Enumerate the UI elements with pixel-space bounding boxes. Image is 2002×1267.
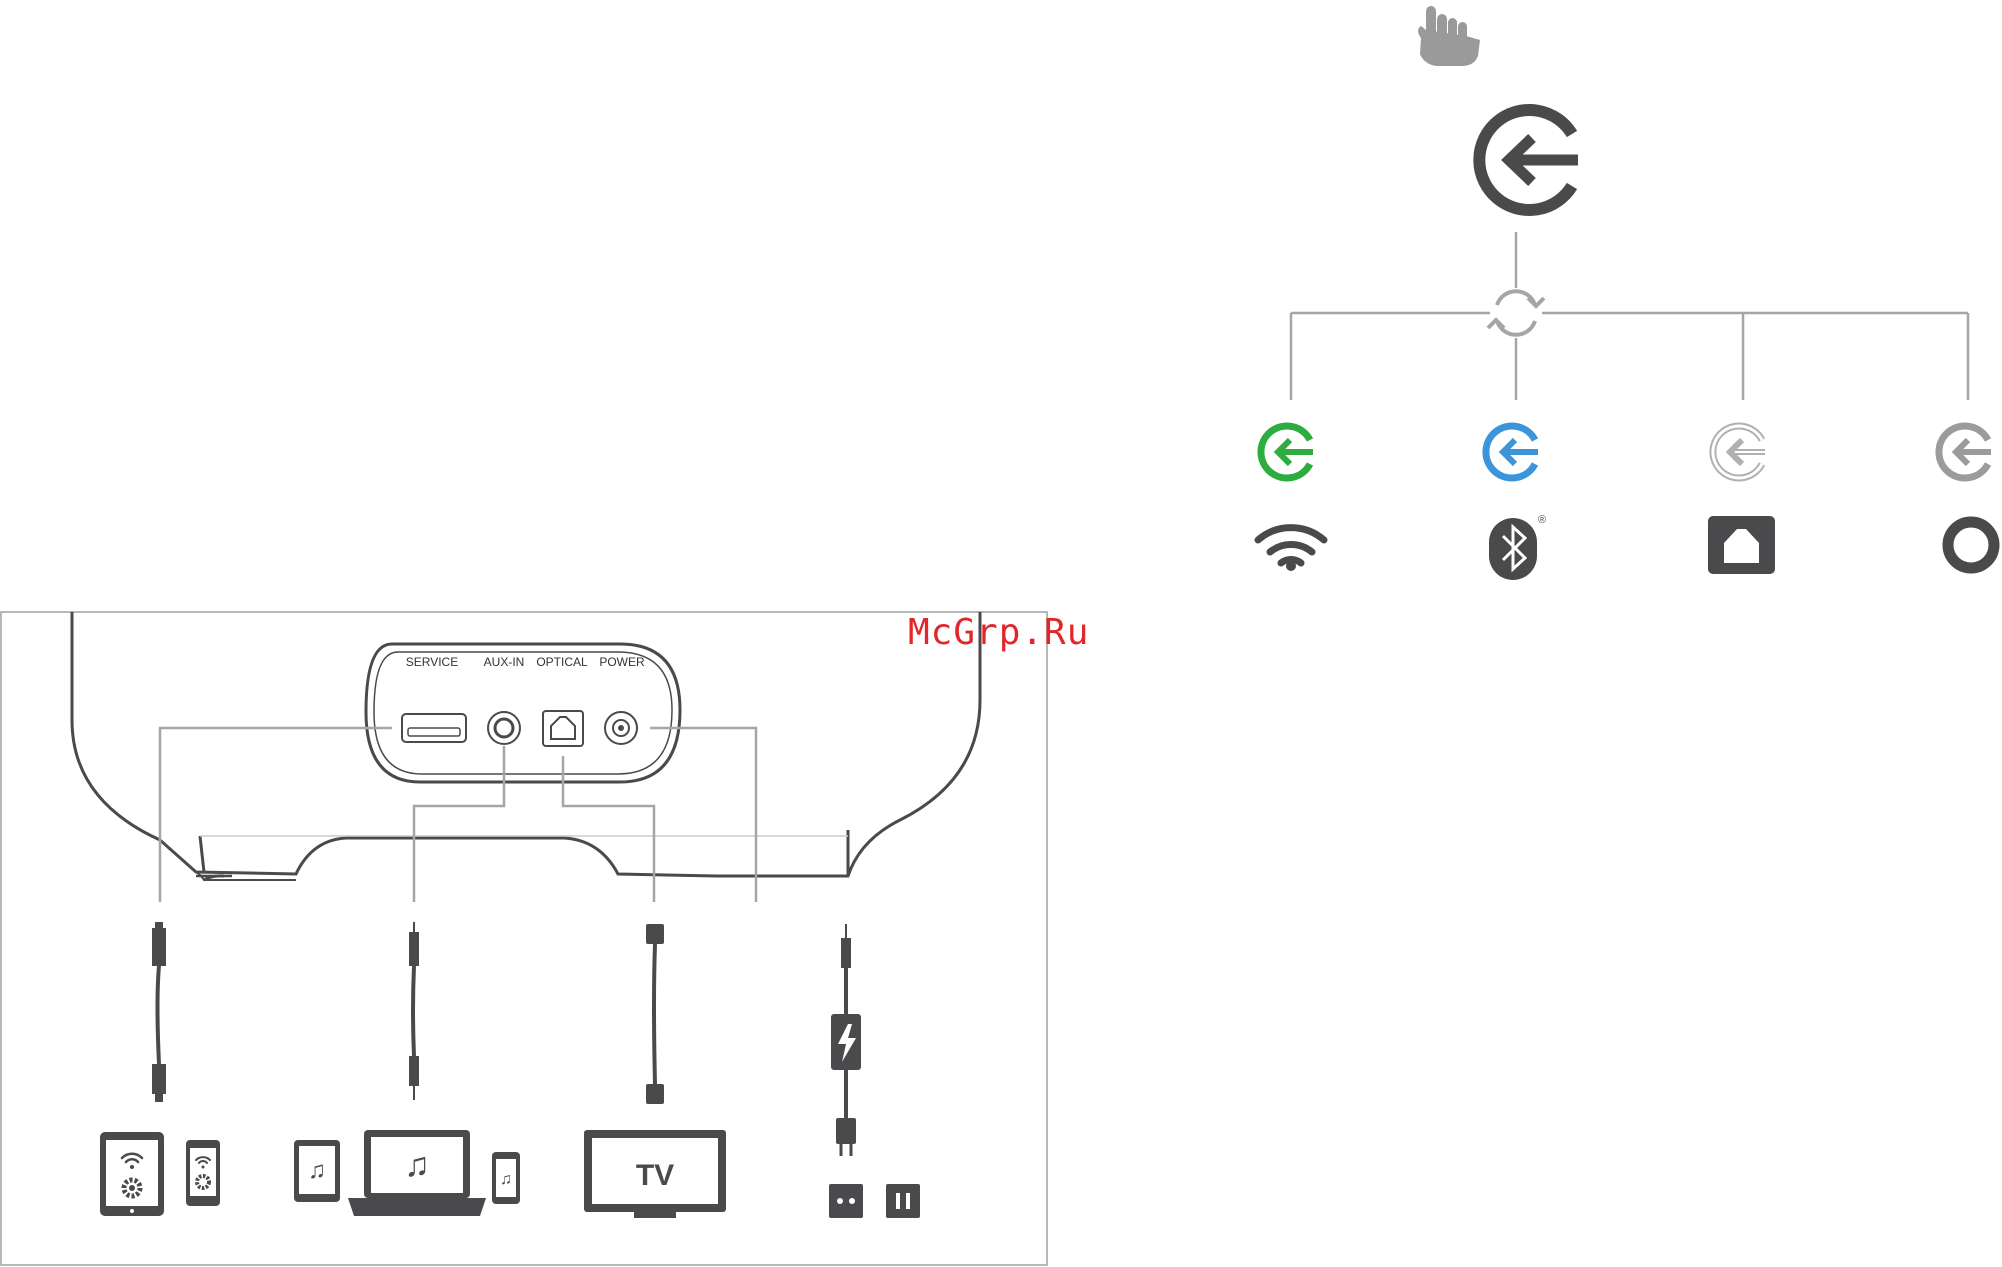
port-label-optical: OPTICAL — [536, 655, 588, 669]
tablet-music-icon: ♫ — [294, 1140, 340, 1202]
source-bluetooth-icon — [1486, 426, 1538, 478]
tree-lines — [1291, 232, 1968, 400]
laptop-music-icon: ♫ — [348, 1130, 486, 1216]
tv-icon: TV — [584, 1130, 726, 1218]
svg-text:♫: ♫ — [500, 1171, 512, 1188]
tv-label: TV — [636, 1159, 674, 1192]
connector-panel: SERVICE AUX-IN OPTICAL POWER — [366, 644, 680, 782]
service-usb-port — [402, 714, 466, 742]
speaker-foot — [196, 836, 848, 876]
svg-text:♫: ♫ — [308, 1157, 326, 1184]
wifi-icon — [1258, 528, 1324, 571]
port-label-power: POWER — [599, 655, 645, 669]
aux-ring-icon — [1948, 522, 1994, 568]
svg-text:♫: ♫ — [404, 1146, 430, 1184]
wall-socket-round-icon — [829, 1184, 863, 1218]
aux-in-jack — [488, 712, 520, 744]
phone-music-icon: ♫ — [492, 1152, 520, 1204]
power-cable — [831, 924, 861, 1156]
source-button-icon — [1479, 110, 1578, 210]
port-label-service: SERVICE — [406, 655, 458, 669]
hand-press-icon — [1418, 6, 1480, 66]
cycle-icon — [1488, 291, 1544, 335]
source-tree: ® — [1258, 6, 1994, 580]
aux-cable — [409, 922, 419, 1100]
phone-settings-icon — [186, 1140, 220, 1206]
wall-socket-flat-icon — [886, 1184, 920, 1218]
optical-port-icon — [1708, 516, 1775, 574]
source-wifi-icon — [1261, 426, 1313, 478]
source-aux-icon — [1939, 426, 1991, 478]
optical-cable — [646, 924, 664, 1104]
source-optical-icon — [1713, 426, 1765, 478]
watermark-text: McGrp.Ru — [908, 612, 1089, 653]
registered-mark: ® — [1538, 514, 1546, 526]
bluetooth-icon: ® — [1489, 514, 1546, 580]
usb-cable — [152, 922, 166, 1102]
rear-panel-diagram: SERVICE AUX-IN OPTICAL POWER — [1, 612, 1047, 1265]
port-label-aux-in: AUX-IN — [484, 655, 525, 669]
tablet-settings-icon — [100, 1132, 164, 1216]
optical-jack — [543, 711, 583, 746]
power-jack — [605, 712, 637, 744]
